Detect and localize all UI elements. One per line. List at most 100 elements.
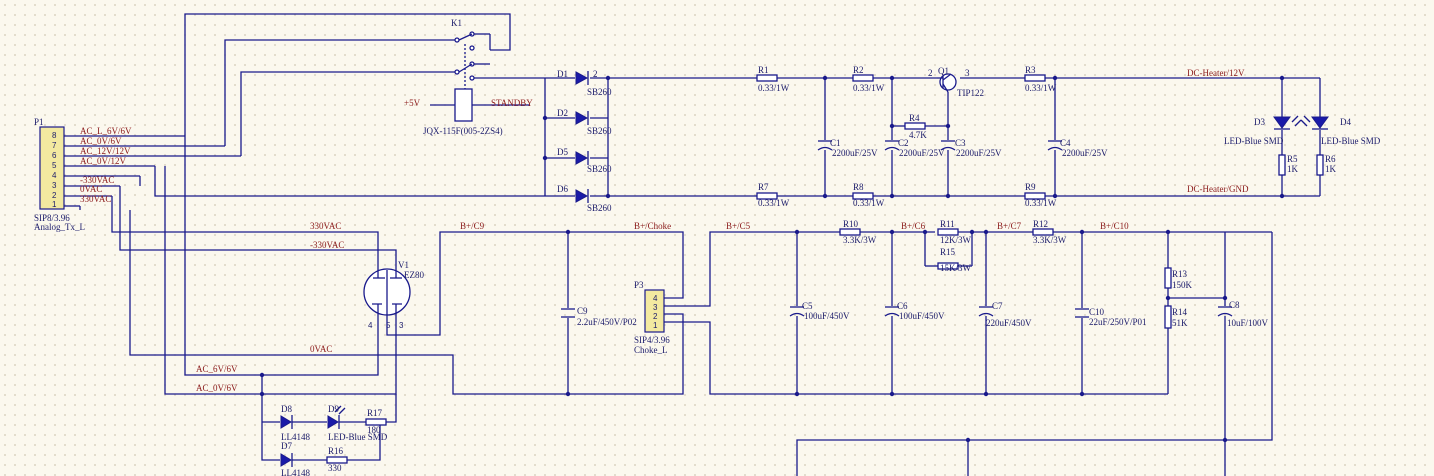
p1-pin: 7 [52,141,57,150]
resistor-r13[interactable]: R13 150K [1164,267,1193,290]
diode-d8[interactable]: D8 LL4148 [280,404,310,442]
q1-pin: 2 [928,68,933,78]
resistor-r11[interactable]: R11 12K/3W [937,219,972,245]
p1-pin: 3 [52,181,57,190]
r16-ref: R16 [328,446,344,456]
resistor-r1[interactable]: R1 0.33/1W [756,65,790,93]
r2-ref: R2 [853,65,864,75]
resistor-r8[interactable]: R8 0.33/1W [852,182,885,208]
resistor-r5[interactable]: R5 1K [1278,154,1299,176]
d2-value: SB260 [587,126,612,136]
diode-d2[interactable]: D2 SB260 [557,108,612,136]
diode-d1[interactable]: D1 2 SB260 [557,69,612,97]
capacitor-c5[interactable]: C5 100uF/450V [789,301,850,321]
tube-v1[interactable]: V1 EZ80 4 5 3 [363,260,424,330]
connector-p1[interactable]: P1 8 7 6 5 4 3 2 1 SIP8/3.96 Analog_Tx_L [34,117,85,232]
r1-ref: R1 [758,65,769,75]
r1-value: 0.33/1W [758,83,790,93]
resistor-r3[interactable]: R3 0.33/1W [1024,65,1057,93]
p1-ref: P1 [34,117,44,127]
resistor-r17[interactable]: R17 180 [365,408,387,435]
resistor-r14[interactable]: R14 51K [1164,305,1188,329]
v1-value: EZ80 [404,270,424,280]
r11-ref: R11 [940,219,955,229]
d2-ref: D2 [557,108,568,118]
relay-k1[interactable]: K1 +5V STANDBY JQX-115F(005-2ZS4) [404,18,560,136]
r12-ref: R12 [1033,219,1048,229]
c7-ref: C7 [992,301,1003,311]
q1-ref: Q1 [938,66,949,76]
r5-value: 1K [1287,164,1299,174]
hv-wires [386,231,1273,476]
resistor-r2[interactable]: R2 0.33/1W [852,65,885,93]
r8-ref: R8 [853,182,864,192]
d6-ref: D6 [557,184,568,194]
capacitor-c6[interactable]: C6 100uF/450V [884,301,945,321]
net-label: -330VAC [80,175,114,185]
resistor-r15[interactable]: R15 15K/3W [937,247,972,273]
capacitor-c1[interactable]: C1 2200uF/25V [817,138,878,158]
connector-p3[interactable]: P3 4 3 2 1 SIP4/3.96 Choke_L [634,280,670,355]
capacitor-c2[interactable]: C2 2200uF/25V [884,138,945,158]
net-label: DC-Heater/12V [1187,68,1245,78]
resistor-r12[interactable]: R12 3.3K/3W [1032,219,1067,245]
c8-ref: C8 [1229,300,1240,310]
r3-ref: R3 [1025,65,1036,75]
r12-value: 3.3K/3W [1033,235,1067,245]
r8-value: 0.33/1W [853,198,885,208]
p3-pin: 1 [653,321,658,330]
resistor-r16[interactable]: R16 330 [326,446,348,473]
c6-value: 100uF/450V [899,311,945,321]
d7-value: LL4148 [281,468,310,476]
capacitor-c8[interactable]: C8 10uF/100V [1217,300,1269,328]
r13-ref: R13 [1172,269,1188,279]
heater-bridge [544,77,609,197]
diode-d5[interactable]: D5 SB260 [557,147,612,174]
led-d4[interactable]: D4 LED-Blue SMD [1300,115,1381,146]
resistor-r10[interactable]: R10 3.3K/3W [839,219,877,245]
diode-d7[interactable]: D7 LL4148 [280,441,310,476]
net-label: B+/C10 [1100,221,1129,231]
p1-pin: 8 [52,131,57,140]
d1-ref: D1 [557,69,568,79]
resistor-r6[interactable]: R6 1K [1316,154,1337,176]
r6-ref: R6 [1325,154,1336,164]
p1-pin: 2 [52,191,57,200]
net-label: 0VAC [80,184,102,194]
diode-d6[interactable]: D6 SB260 [557,184,612,213]
led-d9[interactable]: D9 LED-Blue SMD [327,404,388,442]
capacitor-c3[interactable]: C3 2200uF/25V [940,138,1002,158]
p1-name: Analog_Tx_L [34,222,85,232]
net-label: DC-Heater/GND [1187,184,1249,194]
capacitor-c9[interactable]: C9 2.2uF/450V/P02 [561,306,637,327]
d8-value: LL4148 [281,432,310,442]
c7-value: 220uF/450V [986,318,1032,328]
c5-value: 100uF/450V [804,311,850,321]
v1-pin: 4 [368,321,373,330]
resistor-r9[interactable]: R9 0.33/1W [1024,182,1057,208]
r3-value: 0.33/1W [1025,83,1057,93]
p1-footprint: SIP8/3.96 [34,213,70,223]
led-d3[interactable]: D3 LED-Blue SMD [1224,115,1302,146]
p3-pin: 4 [653,294,658,303]
p3-footprint: SIP4/3.96 [634,335,670,345]
resistor-r7[interactable]: R7 0.33/1W [756,182,790,208]
d3-ref: D3 [1254,117,1265,127]
capacitor-c10[interactable]: C10 22uF/250V/P01 [1075,307,1147,327]
r10-value: 3.3K/3W [843,235,877,245]
resistor-r4[interactable]: R4 4.7K [904,113,927,140]
capacitor-c4[interactable]: C4 2200uF/25V [1047,138,1108,158]
c1-ref: C1 [830,138,841,148]
c1-value: 2200uF/25V [832,148,878,158]
v1-pin: 5 [386,321,391,330]
transistor-q1[interactable]: Q1 2 3 TIP122 [928,66,984,98]
net-label: B+/C5 [726,221,751,231]
v1-pin: 3 [399,321,404,330]
capacitor-c7[interactable]: C7 220uF/450V [978,301,1032,328]
q1-value: TIP122 [957,88,984,98]
r15-ref: R15 [940,247,956,257]
k1-part: JQX-115F(005-2ZS4) [423,126,503,136]
p3-pin: 2 [653,312,658,321]
c2-value: 2200uF/25V [899,148,945,158]
p3-pin: 3 [653,303,658,312]
